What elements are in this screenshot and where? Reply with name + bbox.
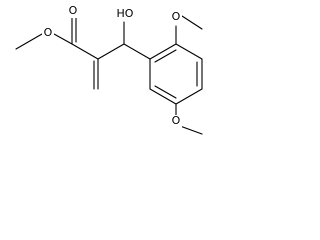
bond-ester-o-carbonyl bbox=[53, 33, 73, 45]
bond-ester-methyl bbox=[15, 33, 43, 50]
bond-carbonyl-alkene bbox=[71, 43, 99, 60]
bonds bbox=[15, 15, 203, 135]
bond-alkene-carbinol bbox=[97, 43, 125, 60]
bond-methoxy-lower-methyl bbox=[179, 125, 203, 135]
atom-labels: O O HO O O bbox=[42, 4, 182, 128]
bond-ring-5 bbox=[149, 88, 177, 105]
atom-label-carbonyl-oxygen: O bbox=[69, 4, 78, 17]
bond-carbinol-ring bbox=[123, 43, 151, 60]
bond-ring-4 bbox=[175, 88, 203, 105]
chemical-structure-diagram: O O HO O O bbox=[15, 4, 203, 135]
atom-label-ester-oxygen: O bbox=[44, 26, 53, 39]
atom-label-methoxy-oxygen-lower: O bbox=[172, 114, 181, 127]
bond-ring-2 bbox=[175, 43, 203, 60]
bond-ring-inner-1 bbox=[154, 49, 177, 63]
bond-methoxy-upper-methyl bbox=[181, 15, 203, 30]
bond-ring-1 bbox=[149, 43, 177, 60]
atom-label-methoxy-oxygen-upper: O bbox=[172, 10, 181, 23]
bond-ring-inner-3 bbox=[154, 85, 177, 99]
atom-label-hydroxyl: HO bbox=[117, 7, 134, 20]
